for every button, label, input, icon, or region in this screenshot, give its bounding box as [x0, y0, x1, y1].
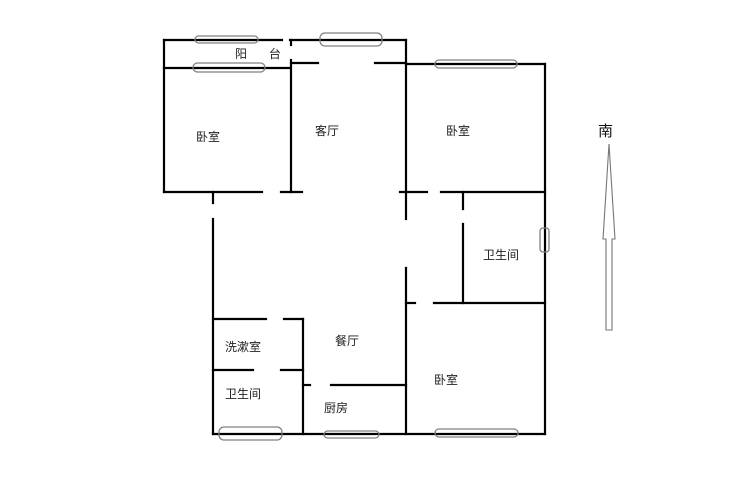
window-bathroom-east [539, 227, 550, 253]
compass-south-label: 南 [598, 122, 614, 140]
window-living-room [319, 32, 383, 47]
room-label-living-room: 客厅 [315, 124, 340, 138]
room-label-balcony: 阳 台 [235, 47, 290, 61]
room-label-dining-room: 餐厅 [335, 334, 360, 348]
room-label-washroom: 洗漱室 [225, 340, 262, 354]
room-label-bedroom-ne: 卧室 [446, 124, 471, 138]
window-bathroom-west [218, 426, 283, 441]
room-label-bedroom-nw: 卧室 [196, 130, 221, 144]
compass-arrow-icon [602, 143, 616, 331]
window-balcony-bottom [192, 62, 266, 73]
room-label-bedroom-se: 卧室 [434, 373, 459, 387]
window-bedroom-ne [434, 59, 518, 69]
window-bedroom-se [434, 428, 519, 438]
window-balcony-top [194, 35, 259, 44]
windows [192, 32, 550, 441]
room-label-bathroom-east: 卫生间 [483, 248, 520, 262]
window-kitchen [323, 430, 380, 439]
room-label-bathroom-west: 卫生间 [225, 387, 262, 401]
room-label-kitchen: 厨房 [324, 401, 349, 415]
walls [162, 38, 547, 436]
